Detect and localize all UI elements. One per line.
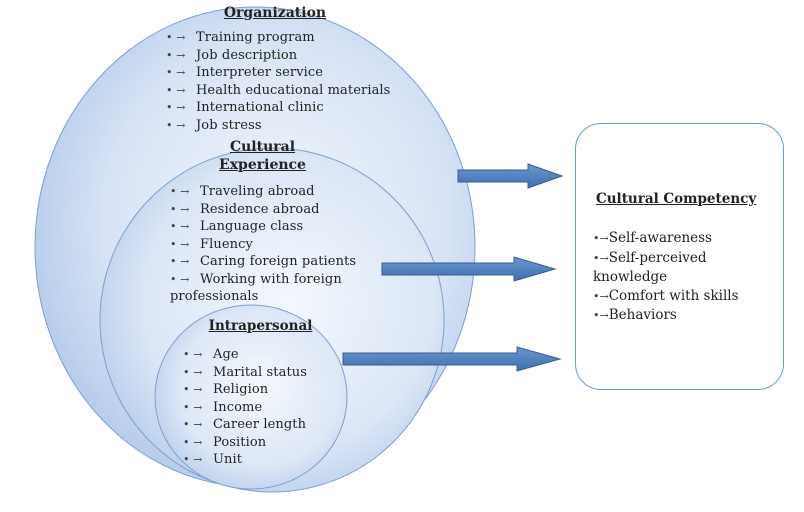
bullet-arrow-icon: • → (166, 118, 186, 132)
list-item: • →Age (183, 347, 239, 362)
bullet-arrow-icon: • → (183, 383, 203, 396)
bullet-arrow-icon: • → (183, 365, 203, 379)
bullet-arrow-icon: • → (170, 202, 190, 216)
list-item: • →Language class (170, 219, 304, 234)
list-item: • →Training program (166, 30, 315, 45)
arrow-intrapersonal-to-competency (342, 346, 562, 372)
bullet-arrow-icon: • → (183, 400, 203, 414)
list-item: • →Health educational materials (166, 82, 391, 98)
organization-title: Organization (223, 5, 327, 21)
cultural-experience-title-line2: Experience (219, 157, 306, 173)
cultural-competency-box (575, 123, 784, 390)
bullet-arrow-icon: • → (183, 348, 203, 361)
list-item: • →Traveling abroad (170, 184, 315, 199)
bullet-arrow-icon: • → (170, 185, 190, 198)
bullet-arrow-icon: • → (183, 435, 203, 449)
bullet-icon: •→ (593, 251, 609, 265)
list-item: • →International clinic (166, 100, 324, 115)
list-item: • →Unit (183, 452, 243, 467)
list-item: •→Behaviors (593, 307, 677, 323)
list-item: •→Self-perceived knowledge (593, 249, 707, 286)
cultural-competency-list: •→Self-awareness •→Self-perceived knowle… (593, 229, 743, 326)
list-item: • →Interpreter service (166, 65, 324, 80)
list-item: • →Career length (183, 417, 307, 432)
bullet-arrow-icon: • → (166, 48, 186, 62)
list-item: • →Job description (166, 47, 298, 63)
list-item: •→Self-awareness (593, 230, 712, 246)
arrow-experience-to-competency (381, 256, 557, 282)
bullet-arrow-icon: • → (170, 220, 190, 233)
list-item: • →Residence abroad (170, 201, 320, 217)
organization-list: • →Training program • →Job description •… (166, 29, 390, 134)
bullet-arrow-icon: • → (166, 101, 186, 114)
list-item: • →Working with foreign professionals (170, 271, 342, 305)
list-item: • →Job stress (166, 117, 262, 133)
list-item: •→Comfort with skills (593, 287, 739, 304)
bullet-arrow-icon: • → (166, 66, 186, 79)
intrapersonal-title: Intrapersonal (208, 318, 313, 334)
bullet-icon: •→ (593, 309, 609, 322)
list-item: • →Religion (183, 382, 269, 397)
list-item: • →Caring foreign patients (170, 254, 357, 269)
bullet-icon: •→ (593, 289, 609, 303)
cultural-competency-title: Cultural Competency (596, 191, 757, 207)
bullet-arrow-icon: • → (170, 272, 190, 286)
bullet-arrow-icon: • → (170, 255, 190, 268)
bullet-arrow-icon: • → (183, 453, 203, 466)
list-item: • →Income (183, 399, 263, 415)
cultural-experience-title: Cultural Experience (200, 138, 325, 174)
list-item: • →Position (183, 434, 267, 450)
list-item: • →Fluency (170, 236, 253, 252)
bullet-arrow-icon: • → (166, 31, 186, 44)
cultural-experience-title-line1: Cultural (229, 139, 296, 155)
cultural-experience-list: • →Traveling abroad • →Residence abroad … (170, 183, 356, 306)
bullet-arrow-icon: • → (166, 83, 186, 97)
bullet-arrow-icon: • → (183, 418, 203, 431)
bullet-icon: •→ (593, 232, 609, 245)
arrow-organization-to-competency (457, 163, 564, 189)
list-item: • →Marital status (183, 364, 308, 380)
bullet-arrow-icon: • → (170, 237, 190, 251)
intrapersonal-list: • →Age • →Marital status • →Religion • →… (183, 346, 307, 469)
intrapersonal-circle (154, 304, 348, 490)
